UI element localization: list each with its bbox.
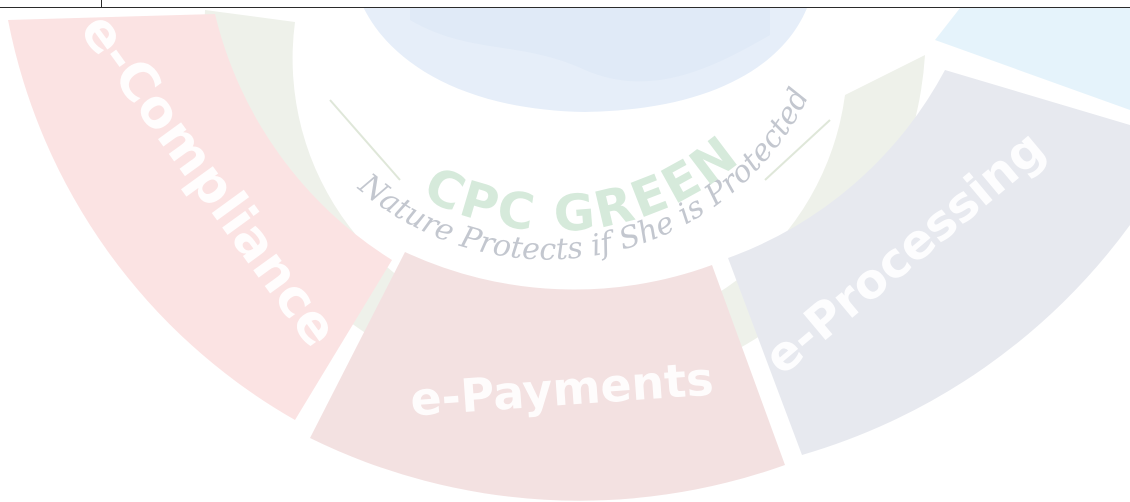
segment-e-processing[interactable]: [728, 70, 1130, 455]
top-strip-divider: [101, 0, 102, 7]
emblem-wave-icon: [410, 0, 770, 82]
logo-left-flourish: [329, 99, 401, 181]
segment-e-payments[interactable]: [310, 252, 785, 501]
logo-right-flourish: [764, 119, 831, 181]
segment-top-right[interactable]: [935, 8, 1130, 110]
top-border-strip: [0, 0, 1130, 8]
segment-e-compliance[interactable]: [8, 14, 392, 420]
